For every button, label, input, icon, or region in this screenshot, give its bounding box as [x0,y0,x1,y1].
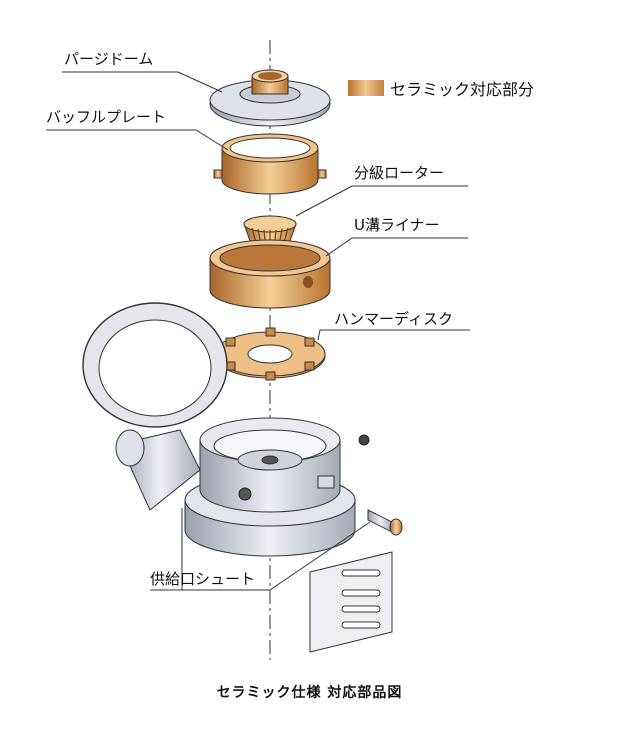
leader-hammer-disc [317,329,470,341]
baffle-plate [213,133,327,195]
leader-u-groove-liner [325,237,468,257]
louver-panel [309,551,393,653]
label-baffle-plate: バッフルプレート [46,108,167,126]
ceramic-sleeve [367,509,403,536]
hammer-disc [214,327,326,381]
purge-dome [209,69,331,127]
ceramic-legend: セラミック対応部分 [348,76,534,100]
leader-baffle-plate [46,129,229,151]
door-plate [82,302,228,428]
leader-classifier-rotor [295,185,468,217]
figure-caption: セラミック仕様 対応部品図 [216,685,403,701]
label-u-groove-liner: U溝ライナー [354,216,440,234]
leader-lines [46,71,470,591]
ceramic-legend-swatch [348,80,384,96]
label-hammer-disc: ハンマーディスク [334,310,453,328]
main-housing [115,417,370,557]
label-purge-dome: パージドーム [64,50,154,68]
label-feed-chute: 供給口シュート [150,570,256,588]
leader-purge-dome [62,71,223,93]
u-groove-liner [209,239,331,309]
ceramic-legend-text: セラミック対応部分 [390,80,535,99]
leader-feed-chute [150,521,371,591]
label-classifier-rotor: 分級ローター [354,164,445,182]
